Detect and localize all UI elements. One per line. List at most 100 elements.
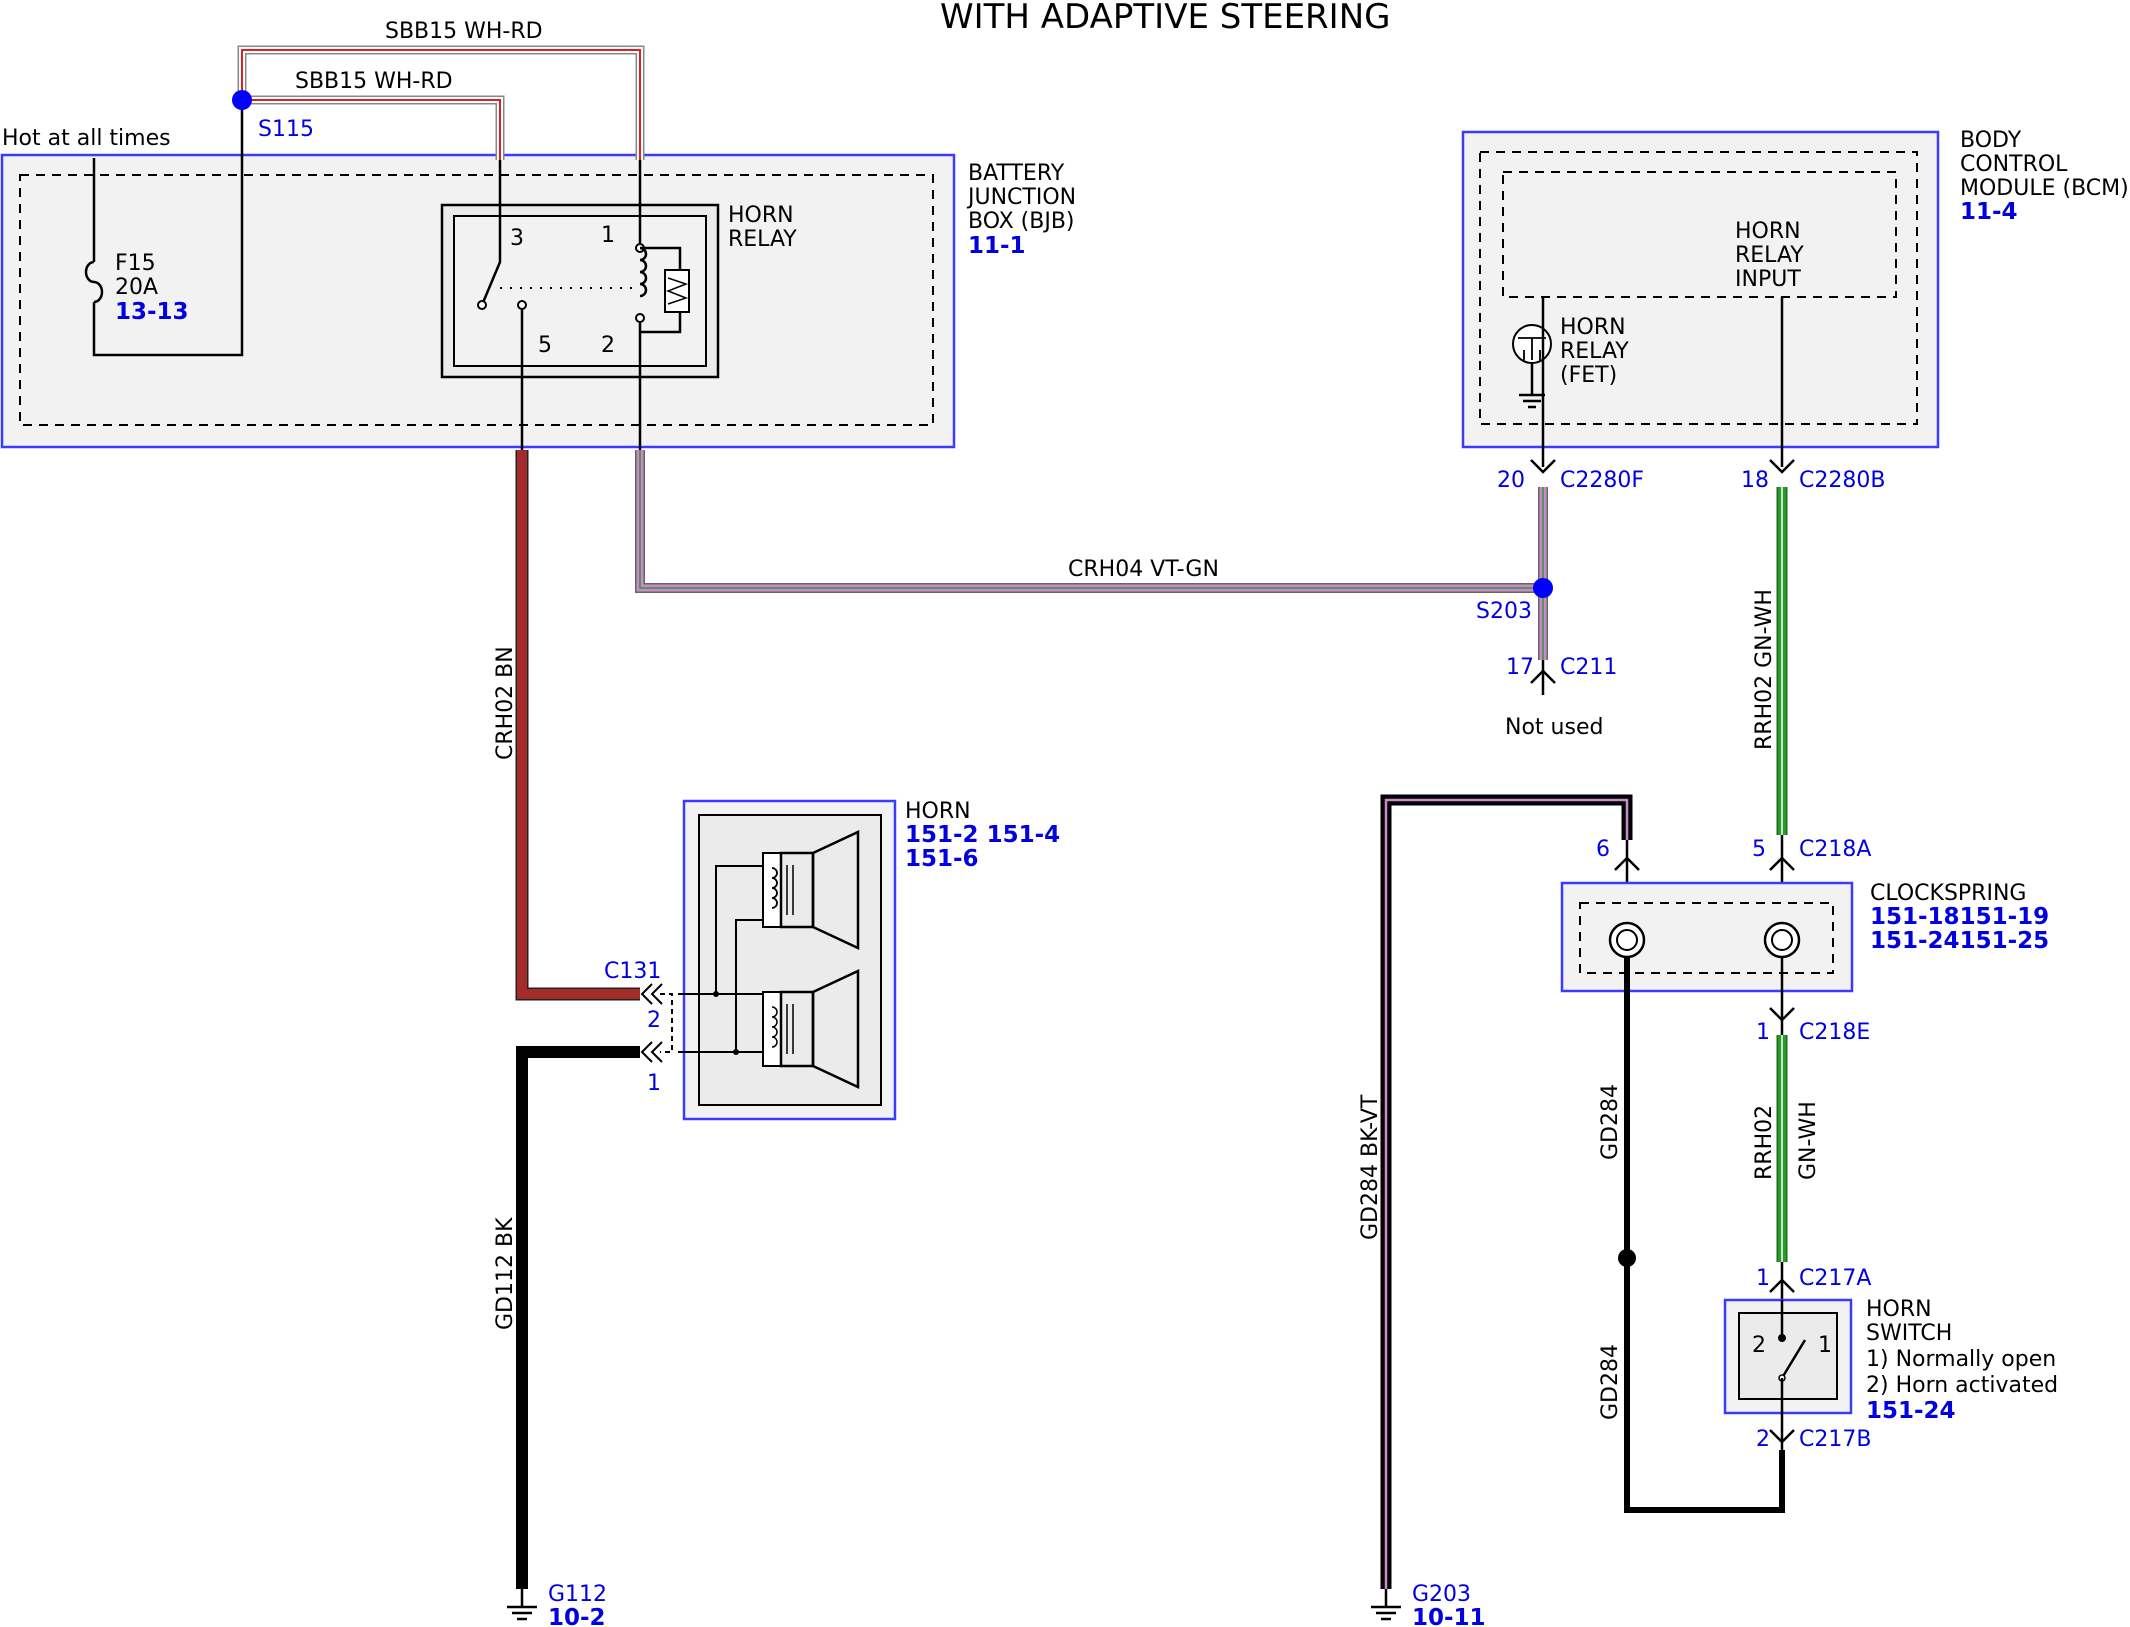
bcm-input-line3: INPUT: [1735, 267, 1801, 292]
fuse-rating: 20A: [115, 275, 158, 300]
diagram-title: WITH ADAPTIVE STEERING: [940, 0, 1390, 37]
bcm-ref: 11-4: [1960, 199, 2018, 225]
connector-c217b-icon: [1769, 1429, 1795, 1444]
horn-relay-label-line1: HORN: [728, 203, 794, 228]
horn-relay-label-line2: RELAY: [728, 227, 797, 252]
horn-relay: [440, 160, 720, 450]
splice-gd284: [1618, 1249, 1636, 1267]
horn-switch-label-line1: HORN: [1866, 1297, 1932, 1322]
wire-rrh02-upper-label: RRH02 GN-WH: [1752, 589, 1777, 750]
connector-c2280f-label: C2280F: [1560, 468, 1644, 493]
fet-label-line3: (FET): [1560, 363, 1617, 388]
wire-gd112-label: GD112 BK: [493, 1217, 518, 1330]
bcm-label-line1: BODY: [1960, 128, 2022, 153]
connector-c131-pin-1: 1: [647, 1071, 661, 1096]
connector-c217b-pin: 2: [1756, 1427, 1770, 1452]
connector-c2280f-pin: 20: [1497, 468, 1525, 493]
clockspring-ref-2: 151-24151-25: [1870, 928, 2049, 954]
bjb-label-line2: JUNCTION: [966, 185, 1076, 210]
relay-pin-5: 5: [538, 333, 552, 358]
fet-label-line2: RELAY: [1560, 339, 1629, 364]
connector-c217a-label: C217A: [1799, 1266, 1871, 1291]
bjb-ref: 11-1: [968, 233, 1026, 259]
bcm-input-line2: RELAY: [1735, 243, 1804, 268]
bjb-label-line1: BATTERY: [968, 161, 1065, 186]
connector-c131-label: C131: [604, 959, 661, 984]
wire-sbb15-inner: [242, 95, 505, 160]
fuse-name: F15: [115, 251, 156, 276]
not-used-label: Not used: [1505, 715, 1603, 740]
clockspring-label: CLOCKSPRING: [1870, 881, 2026, 906]
connector-c2280f-icon: [1530, 459, 1556, 474]
horn-switch-label-line2: SWITCH: [1866, 1321, 1952, 1346]
wire-gd284-bk-vt: [1380, 794, 1633, 1589]
relay-pin-3: 3: [510, 226, 524, 251]
ground-g203-label: G203: [1412, 1582, 1471, 1607]
wire-sbb15-outer: [237, 45, 645, 160]
clockspring-ref-1: 151-18151-19: [1870, 904, 2049, 930]
splice-s115-label: S115: [258, 117, 314, 142]
splice-s115: [232, 90, 252, 110]
ground-g203-icon: [1371, 1589, 1401, 1621]
horn-switch-note-1: 1) Normally open: [1866, 1347, 2056, 1372]
wire-crh02-label: CRH02 BN: [493, 646, 518, 760]
ground-g203-ref: 10-11: [1412, 1605, 1486, 1627]
splice-s203: [1533, 578, 1553, 598]
connector-c211-pin: 17: [1506, 655, 1534, 680]
connector-c211-label: C211: [1560, 655, 1617, 680]
wire-rrh02-lower-label-b: GN-WH: [1796, 1101, 1821, 1180]
fet-label-line1: HORN: [1560, 315, 1626, 340]
connector-c217a-icon: [1769, 1278, 1795, 1293]
wire-gd284: [1624, 958, 1785, 1513]
horn-icon: [678, 814, 882, 1106]
wire-gd112-bk: [516, 1046, 640, 1589]
wire-sbb15-inner-label: SBB15 WH-RD: [295, 69, 453, 94]
bjb-label-line3: BOX (BJB): [968, 209, 1075, 234]
connector-c218e-icon: [1769, 1007, 1795, 1022]
connector-c131-pin-2: 2: [647, 1008, 661, 1033]
ground-g112-label: G112: [548, 1582, 607, 1607]
connector-c217b-label: C217B: [1799, 1427, 1871, 1452]
wire-rrh02-lower-label-a: RRH02: [1752, 1105, 1777, 1180]
horn-switch-pin-2: 2: [1752, 1333, 1766, 1358]
fuse-ref: 13-13: [115, 299, 189, 325]
horn-switch: [1723, 1298, 1853, 1450]
wire-gd284-label-lower: GD284: [1598, 1344, 1623, 1420]
wire-gd284-label-upper: GD284: [1598, 1084, 1623, 1160]
bcm-input-line1: HORN: [1735, 219, 1801, 244]
connector-c2280b-label: C2280B: [1799, 468, 1885, 493]
clockspring: [1560, 881, 1854, 993]
wire-crh04-vt-gn: [635, 450, 1543, 593]
bcm-label-line3: MODULE (BCM): [1960, 176, 2129, 201]
relay-pin-2: 2: [601, 333, 615, 358]
connector-clockspring-pin6: 6: [1596, 837, 1610, 862]
connector-c218e-pin: 1: [1756, 1020, 1770, 1045]
connector-c2280b-icon: [1769, 459, 1795, 474]
horn-switch-note-2: 2) Horn activated: [1866, 1373, 2058, 1398]
connector-c2280b-pin: 18: [1741, 468, 1769, 493]
wire-crh04-label: CRH04 VT-GN: [1068, 557, 1219, 582]
wire-sbb15-top-label: SBB15 WH-RD: [385, 19, 543, 44]
horn-switch-pin-1: 1: [1818, 1333, 1832, 1358]
fet-transistor-icon: [1512, 297, 1552, 467]
connector-c218a-label: C218A: [1799, 837, 1871, 862]
fuse-f15: [84, 95, 244, 357]
relay-pin-1: 1: [601, 223, 615, 248]
ground-g112-ref: 10-2: [548, 1605, 606, 1627]
connector-c218a-pin: 5: [1752, 837, 1766, 862]
horn-ref-2: 151-6: [905, 846, 979, 872]
horn-switch-ref: 151-24: [1866, 1398, 1956, 1424]
hot-at-all-times-label: Hot at all times: [2, 126, 171, 151]
ground-g112-icon: [507, 1589, 537, 1621]
splice-s203-label: S203: [1476, 599, 1532, 624]
wire-crh02-bn: [515, 450, 640, 1001]
connector-c218e-label: C218E: [1799, 1020, 1870, 1045]
horn-ref-1: 151-2 151-4: [905, 822, 1060, 848]
horn-label: HORN: [905, 799, 971, 824]
wire-gd284-bk-vt-label: GD284 BK-VT: [1358, 1094, 1383, 1240]
connector-c217a-pin: 1: [1756, 1266, 1770, 1291]
connector-c211-icon: [1530, 660, 1556, 695]
connector-c131: [640, 983, 673, 1063]
bcm-label-line2: CONTROL: [1960, 152, 2068, 177]
